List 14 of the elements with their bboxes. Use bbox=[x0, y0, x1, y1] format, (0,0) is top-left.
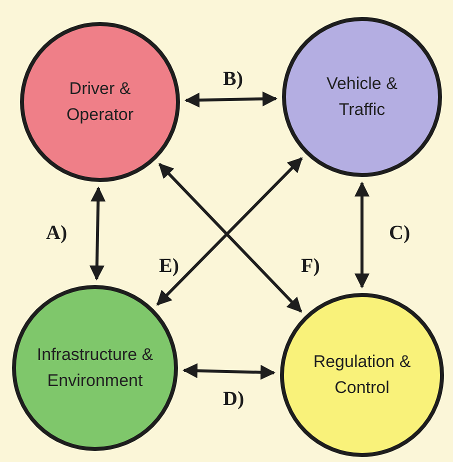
edge-label: F) bbox=[300, 255, 321, 277]
edge-label: A) bbox=[45, 222, 68, 244]
node-label: Infrastructure & Environment bbox=[36, 344, 154, 392]
node-label: Vehicle & Traffic bbox=[326, 73, 398, 121]
double-arrow bbox=[182, 363, 276, 380]
edge-label: B) bbox=[222, 68, 244, 90]
double-arrow bbox=[89, 186, 106, 281]
double-arrow bbox=[354, 182, 370, 288]
node-label: Driver & Operator bbox=[65, 78, 135, 126]
double-arrow bbox=[184, 91, 278, 108]
edge-label: C) bbox=[388, 222, 412, 244]
edge-label: D) bbox=[222, 388, 246, 410]
edge-label: E) bbox=[158, 255, 180, 277]
node-label: Regulation & Control bbox=[312, 351, 412, 399]
